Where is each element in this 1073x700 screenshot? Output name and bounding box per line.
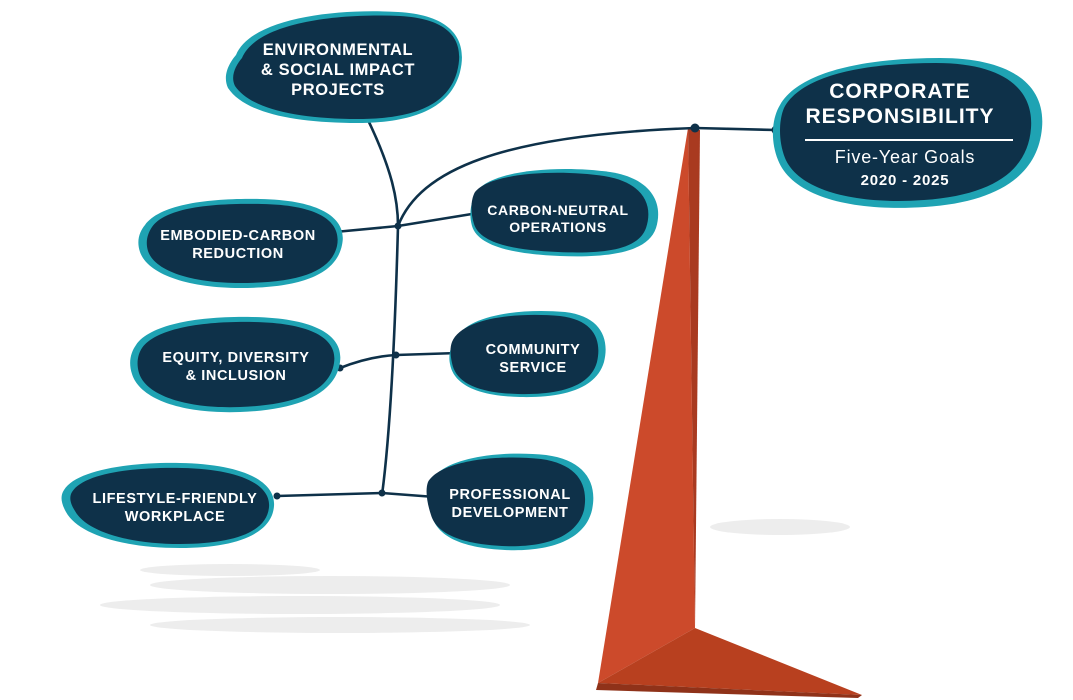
- central-years: 2020 - 2025: [790, 172, 1020, 190]
- goal-environmental-label: ENVIRONMENTAL & SOCIAL IMPACT PROJECTS: [228, 40, 448, 100]
- central-subtitle: Five-Year Goals: [790, 147, 1020, 169]
- connector-top: [368, 120, 398, 226]
- goal-professional-label: PROFESSIONAL DEVELOPMENT: [425, 487, 595, 522]
- goal-equity-label: EQUITY, DIVERSITY & INCLUSION: [138, 350, 334, 385]
- connector-embodied: [335, 226, 398, 232]
- connector-carbon: [398, 213, 478, 226]
- goal-lifestyle-label: LIFESTYLE-FRIENDLY WORKPLACE: [70, 491, 280, 526]
- central-title: CORPORATE RESPONSIBILITY: [780, 80, 1020, 130]
- connector-lifestyle: [277, 493, 382, 496]
- connector-equity: [340, 355, 396, 368]
- goal-carbon-neutral-label: CARBON-NEUTRAL OPERATIONS: [468, 202, 648, 236]
- trunk: [382, 226, 398, 495]
- goal-embodied-carbon-label: EMBODIED-CARBON REDUCTION: [148, 228, 328, 263]
- goal-community-label: COMMUNITY SERVICE: [448, 342, 618, 377]
